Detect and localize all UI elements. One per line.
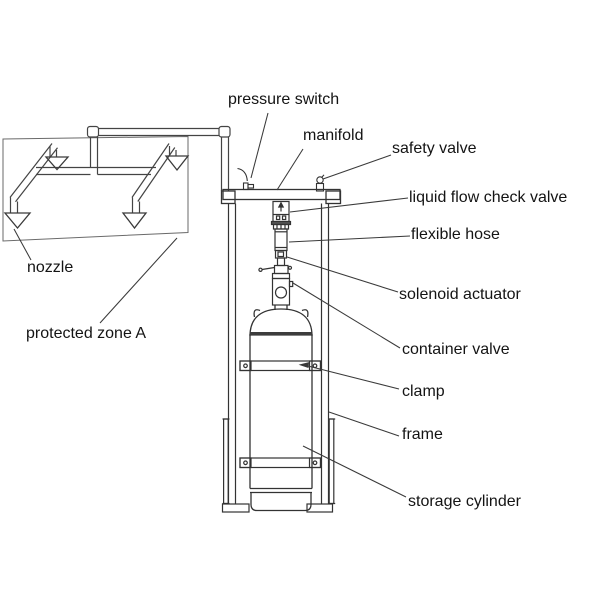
leader-clamp xyxy=(305,364,400,390)
valve-train xyxy=(258,200,294,306)
pressure-switch-device xyxy=(237,167,255,191)
leader-manifold xyxy=(276,148,304,191)
nozzle-heads xyxy=(3,155,190,230)
hose-connector xyxy=(274,249,288,259)
container-valve-device xyxy=(271,272,294,306)
leader-protected-zone xyxy=(99,237,178,324)
label-liquid-flow-check-valve: liquid flow check valve xyxy=(409,189,568,206)
frame-structure xyxy=(221,203,336,513)
leader-solenoid xyxy=(286,256,399,293)
coupling-nut xyxy=(270,220,292,230)
leader-container-valve xyxy=(292,282,401,349)
label-frame: frame xyxy=(402,426,443,443)
manifold-bar xyxy=(220,188,342,205)
nozzle-top-left xyxy=(44,156,70,171)
label-solenoid-actuator: solenoid actuator xyxy=(399,286,521,303)
leader-check-valve xyxy=(289,197,409,213)
leader-pressure-switch xyxy=(250,112,269,179)
leader-flexible-hose xyxy=(288,235,411,243)
leader-storage-cylinder xyxy=(302,445,407,498)
safety-valve-device xyxy=(315,174,325,192)
label-nozzle: nozzle xyxy=(27,259,74,276)
label-container-valve: container valve xyxy=(402,341,510,358)
clamp-lower xyxy=(239,457,322,469)
leader-lines xyxy=(13,112,411,498)
leader-frame xyxy=(328,411,400,437)
leader-nozzle xyxy=(13,228,32,261)
nozzle-top-right xyxy=(164,155,190,172)
label-storage-cylinder: storage cylinder xyxy=(408,493,521,510)
label-pressure-switch: pressure switch xyxy=(228,91,340,108)
protected-zone-outline xyxy=(2,135,189,242)
liquid-flow-check-valve-device xyxy=(272,200,290,223)
storage-cylinder-body xyxy=(249,305,313,512)
label-flexible-hose: flexible hose xyxy=(411,226,500,243)
label-manifold: manifold xyxy=(303,127,364,144)
label-clamp: clamp xyxy=(402,383,445,400)
nozzle-bottom-right xyxy=(121,212,148,230)
label-safety-valve: safety valve xyxy=(392,140,477,157)
leader-safety-valve xyxy=(322,154,392,180)
label-protected-zone: protected zone A xyxy=(26,325,147,342)
solenoid-actuator-device xyxy=(258,257,293,275)
flexible-hose-device xyxy=(274,228,288,252)
leader-clamp-arrowhead xyxy=(298,362,310,369)
nozzle-bottom-left xyxy=(3,212,32,230)
discharge-piping xyxy=(9,125,231,213)
